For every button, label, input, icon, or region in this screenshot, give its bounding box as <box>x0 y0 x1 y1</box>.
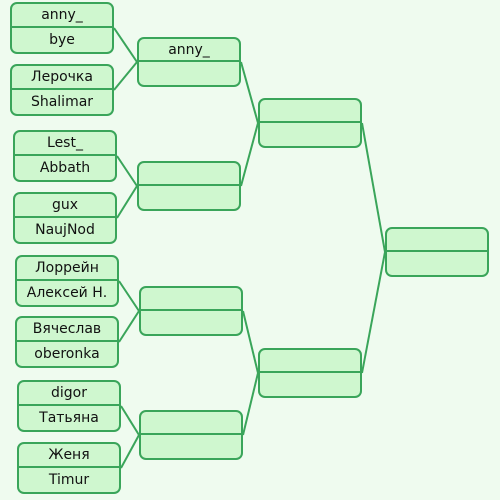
player-slot-top[interactable]: gux <box>15 194 115 218</box>
match-r3-1 <box>258 98 362 148</box>
connector-r1-4 <box>116 185 138 219</box>
match-r1-3: Lest_ Abbath <box>13 130 117 182</box>
player-slot-top[interactable] <box>260 350 360 373</box>
match-r2-1: anny_ <box>137 37 241 87</box>
connector-r1-6 <box>118 310 140 343</box>
connector-r1-3 <box>116 155 138 187</box>
connector-r2-2 <box>240 122 259 187</box>
player-slot-top[interactable]: Вячеслав <box>17 318 117 342</box>
connector-r2-1 <box>240 61 259 124</box>
match-r2-3 <box>139 286 243 336</box>
player-slot-top[interactable]: Лерочка <box>12 66 112 90</box>
connector-r1-8 <box>120 434 140 469</box>
match-r2-2 <box>137 161 241 211</box>
player-slot-bottom[interactable]: oberonka <box>34 346 100 362</box>
player-slot-bottom[interactable]: Shalimar <box>30 94 94 110</box>
player-slot-top[interactable]: Lest_ <box>15 132 115 156</box>
connector-r1-7 <box>120 405 140 436</box>
connector-r3-1 <box>361 122 386 253</box>
player-slot-top[interactable] <box>139 163 239 186</box>
player-slot-bottom[interactable]: NaujNod <box>35 222 95 238</box>
player-slot-top[interactable]: anny_ <box>139 39 239 62</box>
player-slot-bottom[interactable] <box>141 435 241 458</box>
match-r2-4 <box>139 410 243 460</box>
match-r4-1 <box>385 227 489 277</box>
player-slot-top[interactable]: Женя <box>19 444 119 468</box>
player-slot-bottom[interactable]: bye <box>49 32 75 48</box>
player-slot-bottom[interactable]: Татьяна <box>39 410 99 426</box>
match-r1-1: anny_bye <box>10 2 114 54</box>
connector-r1-5 <box>118 280 140 312</box>
player-slot-top[interactable] <box>141 288 241 311</box>
player-slot-bottom[interactable]: Алексей Н. <box>26 285 108 301</box>
connector-r1-1 <box>113 27 138 63</box>
connector-r1-2 <box>113 61 138 91</box>
connector-r2-3 <box>242 310 259 374</box>
match-r3-2 <box>258 348 362 398</box>
player-slot-top[interactable]: Лоррейн <box>17 257 117 281</box>
player-slot-top[interactable] <box>387 229 487 252</box>
connector-r2-4 <box>242 372 259 436</box>
player-slot-top[interactable]: anny_ <box>12 4 112 28</box>
connector-r3-2 <box>361 251 386 374</box>
player-slot-bottom[interactable] <box>139 186 239 209</box>
player-slot-bottom[interactable] <box>387 252 487 275</box>
player-slot-top[interactable] <box>260 100 360 123</box>
player-slot-bottom[interactable]: Timur <box>48 472 90 488</box>
player-slot-bottom[interactable] <box>260 123 360 146</box>
match-r1-6: Вячеслав oberonka <box>15 316 119 368</box>
player-slot-bottom[interactable] <box>139 62 239 85</box>
player-slot-top[interactable] <box>141 412 241 435</box>
player-slot-bottom[interactable]: Abbath <box>39 160 91 176</box>
player-slot-bottom[interactable] <box>141 311 241 334</box>
player-slot-bottom[interactable] <box>260 373 360 396</box>
player-slot-top[interactable]: digor <box>19 382 119 406</box>
